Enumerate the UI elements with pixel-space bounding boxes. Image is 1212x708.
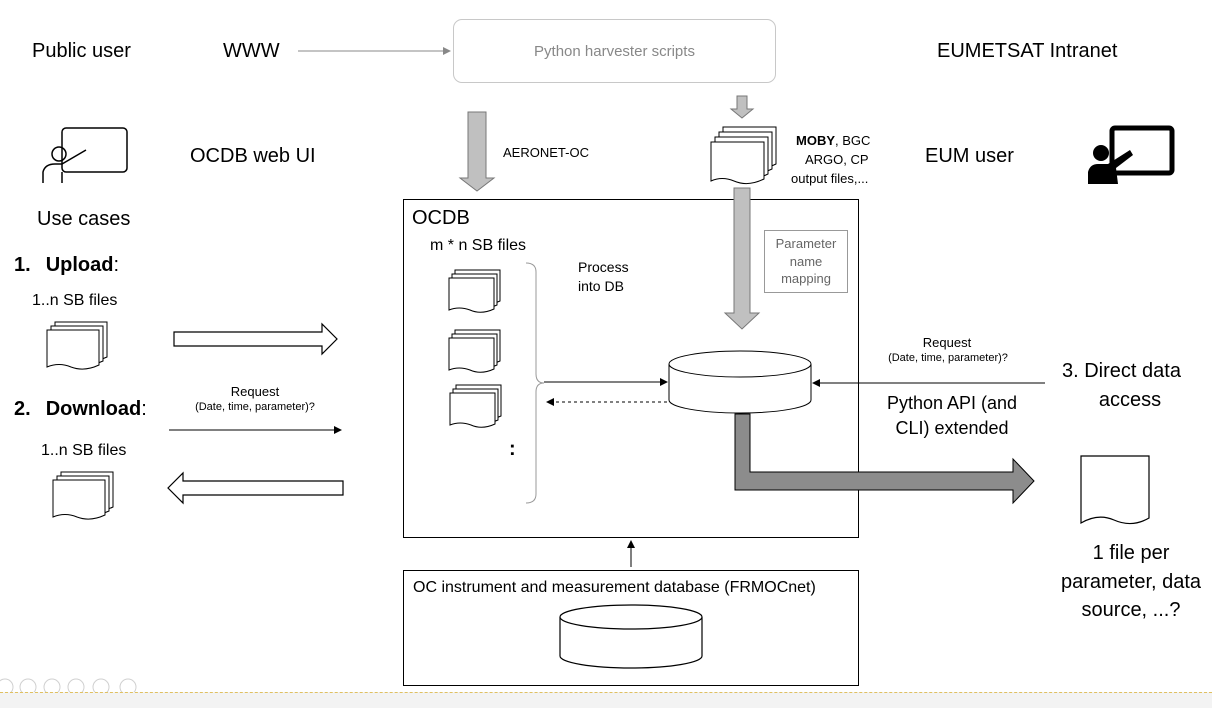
python-api-line-2: CLI) extended — [895, 418, 1009, 438]
argo-cp-label: ARGO, CP — [805, 152, 869, 167]
slide-footer-strip — [0, 692, 1212, 708]
download-files-label: 1..n SB files — [41, 442, 127, 459]
sb-files-label: m * n SB files — [430, 237, 527, 254]
web-ui-label: OCDB web UI — [190, 145, 316, 167]
process-line-1: Process — [578, 259, 629, 275]
per-file-line-3: source, ...? — [1081, 599, 1181, 621]
upload-label: Upload — [45, 254, 114, 276]
mapping-line-2: name — [789, 254, 823, 269]
eum-user-label: EUM user — [925, 145, 1014, 167]
output-files-stack-icon — [710, 126, 777, 185]
download-number: 2. — [14, 398, 31, 420]
output-files-label: output files,... — [791, 171, 869, 186]
mapping-line-1: Parameter — [775, 236, 837, 251]
frmoc-title: OC instrument and measurement database (… — [413, 579, 816, 596]
ocdb-file-stack-1 — [448, 269, 501, 313]
direct-access-line-2: access — [1098, 389, 1162, 411]
upload-files-stack-icon — [46, 321, 108, 370]
download-files-stack-icon — [52, 471, 114, 520]
files-to-db-arrow — [723, 187, 761, 330]
www-label: WWW — [223, 40, 280, 62]
download-heading: 2. Download: — [14, 398, 147, 421]
direct-access-line-1: 3. Direct data — [1062, 360, 1181, 382]
aeronet-label: AERONET-OC — [503, 145, 589, 160]
upload-arrow — [173, 322, 338, 356]
upload-colon: : — [113, 254, 120, 276]
download-request-label: Request — [230, 384, 280, 399]
harvester-scripts-box — [453, 19, 776, 83]
frmoc-box — [403, 570, 859, 686]
aeronet-down-arrow — [458, 111, 496, 192]
use-cases-label: Use cases — [37, 208, 131, 230]
upload-heading: 1. Upload: — [14, 254, 119, 277]
download-request-params: (Date, time, parameter)? — [195, 401, 315, 413]
presenter-filled-icon — [1088, 125, 1175, 184]
upload-number: 1. — [14, 254, 31, 276]
ocdb-title: OCDB — [412, 207, 470, 229]
moby-label: MOBY — [796, 133, 835, 148]
files-ellipsis: : — [509, 438, 516, 460]
ocdb-box — [403, 199, 859, 538]
intranet-label: EUMETSAT Intranet — [937, 40, 1118, 62]
db-to-output-file-arrow — [734, 413, 1035, 505]
harvester-to-files-arrow — [729, 95, 755, 119]
presenter-outline-icon — [42, 127, 128, 183]
ocdb-file-stack-2 — [448, 329, 501, 373]
moby-bgc-label: MOBY, BGC — [796, 133, 870, 148]
download-colon: : — [141, 398, 147, 420]
mapping-line-3: mapping — [781, 271, 831, 286]
files-bracket — [525, 262, 545, 504]
download-arrow — [167, 471, 344, 505]
ocdb-database-icon — [668, 350, 812, 414]
public-user-label: Public user — [32, 40, 131, 62]
parameter-mapping-box — [764, 230, 848, 293]
single-output-file-icon — [1080, 455, 1150, 525]
per-file-line-2: parameter, data — [1060, 571, 1202, 593]
process-line-2: into DB — [578, 278, 624, 294]
eum-request-label: Request — [922, 335, 972, 350]
eum-request-params: (Date, time, parameter)? — [888, 352, 1008, 364]
per-file-line-1: 1 file per — [1092, 542, 1170, 564]
bgc-label: , BGC — [835, 133, 871, 148]
upload-files-label: 1..n SB files — [32, 292, 118, 309]
python-api-line-1: Python API (and — [886, 393, 1018, 413]
download-label: Download — [45, 398, 142, 420]
harvester-scripts-label: Python harvester scripts — [534, 43, 695, 60]
frmoc-database-icon — [559, 604, 703, 669]
ocdb-file-stack-3 — [449, 384, 502, 428]
